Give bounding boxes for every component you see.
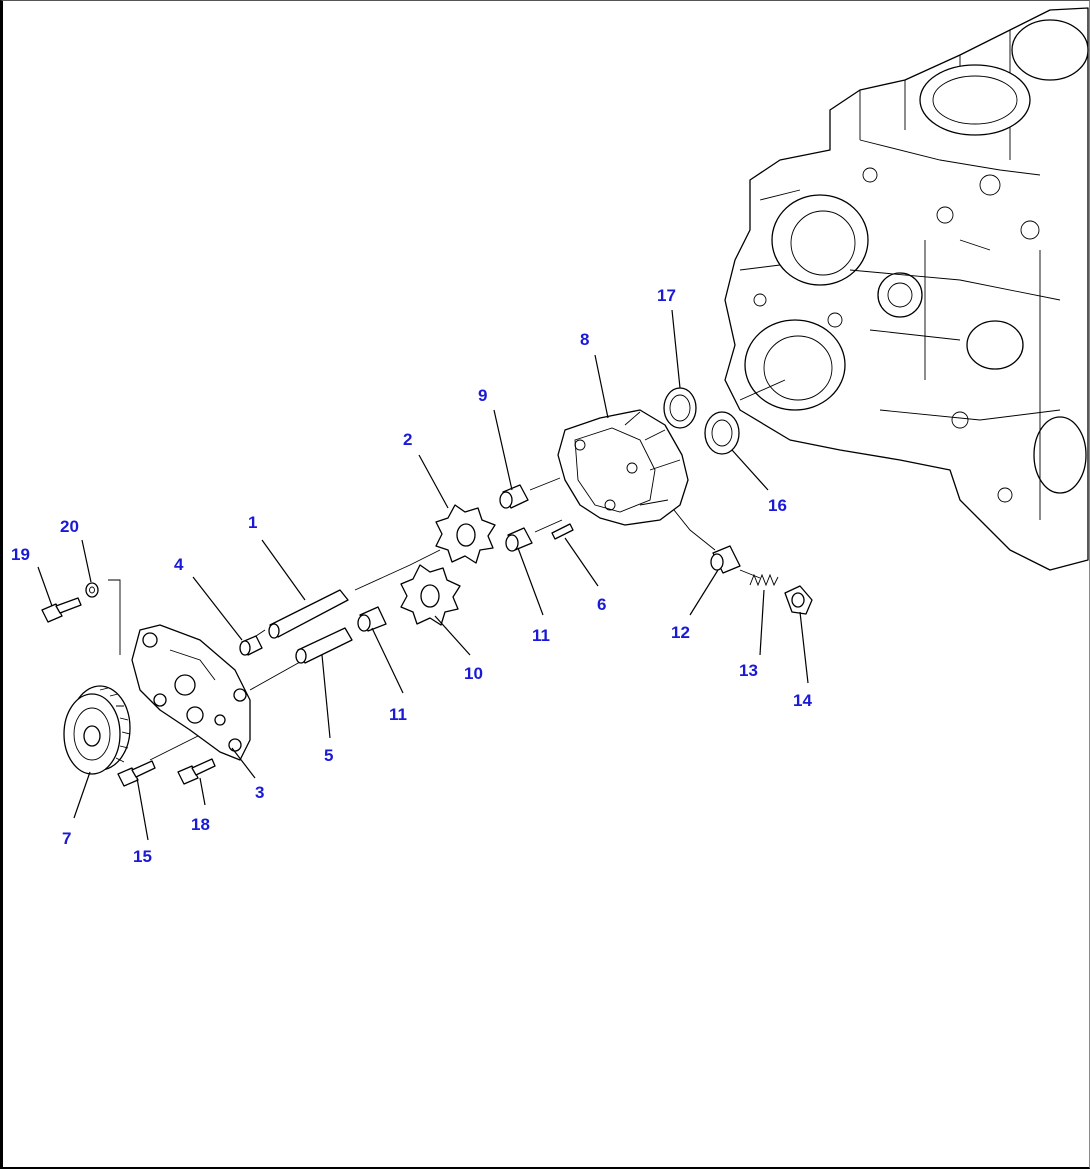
callout-15: 15 bbox=[133, 847, 152, 866]
part-4-bushing bbox=[239, 635, 263, 656]
part-2-drive-gear bbox=[435, 504, 496, 564]
part-20-washer bbox=[85, 582, 99, 598]
part-8-pump-body bbox=[557, 409, 689, 526]
part-9-bushing bbox=[499, 484, 529, 509]
part-19-bolt bbox=[41, 597, 82, 623]
callout-3: 3 bbox=[255, 783, 264, 802]
part-13-spring bbox=[749, 573, 779, 587]
callout-4: 4 bbox=[174, 555, 184, 574]
part-15-bolt bbox=[117, 760, 156, 787]
part-14-plug bbox=[784, 585, 813, 615]
callout-20: 20 bbox=[60, 517, 79, 536]
callout-11-upper: 11 bbox=[532, 626, 550, 645]
part-18-bolt bbox=[177, 758, 216, 785]
callout-2: 2 bbox=[403, 430, 412, 449]
part-12-relief-valve bbox=[710, 545, 741, 574]
callout-8: 8 bbox=[580, 330, 589, 349]
part-7-gear bbox=[63, 685, 131, 775]
callout-13: 13 bbox=[739, 661, 758, 680]
callout-17: 17 bbox=[657, 286, 676, 305]
callout-10: 10 bbox=[464, 664, 483, 683]
callout-7: 7 bbox=[62, 829, 71, 848]
engine-block bbox=[724, 7, 1089, 571]
leader-lines bbox=[37, 309, 809, 841]
part-10-driven-gear bbox=[400, 564, 461, 626]
part-16-gasket bbox=[704, 411, 740, 455]
callout-16: 16 bbox=[768, 496, 787, 515]
callout-19: 19 bbox=[11, 545, 30, 564]
part-1-shaft bbox=[268, 589, 349, 639]
part-6-pin bbox=[551, 523, 574, 540]
callout-5: 5 bbox=[324, 746, 333, 765]
part-5-shaft bbox=[295, 627, 353, 664]
part-3-pump-cover bbox=[131, 624, 251, 761]
part-17-seal bbox=[663, 387, 697, 429]
callout-1: 1 bbox=[248, 513, 257, 532]
callout-14: 14 bbox=[793, 691, 812, 710]
callout-labels: 1 2 3 4 5 6 7 8 9 10 11 11 12 13 14 15 1… bbox=[11, 286, 812, 866]
part-11-bushing-lower bbox=[357, 606, 387, 632]
callout-9: 9 bbox=[478, 386, 487, 405]
callout-18: 18 bbox=[191, 815, 210, 834]
callout-12: 12 bbox=[671, 623, 690, 642]
callout-6: 6 bbox=[597, 595, 606, 614]
callout-11-lower: 11 bbox=[389, 705, 407, 724]
part-11-bushing-upper bbox=[505, 527, 533, 552]
